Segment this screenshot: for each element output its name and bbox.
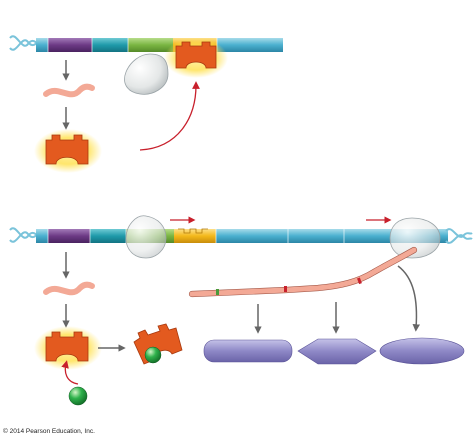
enzyme-protein-1-icon (203, 339, 293, 363)
rna-polymerase-start-icon (125, 215, 167, 259)
rna-polymerase-transcribing-icon (389, 217, 441, 259)
dna-segment-dividers-2 (47, 229, 345, 243)
inactive-repressor-complex-icon (133, 323, 183, 365)
bound-repressor-protein-icon (164, 38, 228, 78)
translation-arrow-protein-3 (397, 265, 421, 332)
regulatory-mrna-strand-icon (43, 83, 95, 98)
dna-region-teal-2 (90, 229, 126, 243)
copyright-credit: © 2014 Pearson Education, Inc. (3, 428, 95, 435)
operator-region-yellow-2 (174, 229, 216, 243)
dna-region-green (128, 38, 173, 52)
dna-double-helix-right-icon (445, 228, 473, 244)
polycistronic-mrna-icon (188, 246, 418, 298)
dna-double-helix-left-icon-2 (9, 227, 41, 243)
binding-arrow-red (139, 81, 200, 151)
dna-region-teal (92, 38, 128, 52)
structural-gene-2 (288, 229, 344, 243)
repressed-operon-panel (9, 35, 283, 173)
operator-notch-icon (178, 228, 208, 234)
promoter-region-purple-2 (48, 229, 90, 243)
dna-genes-cyan (217, 38, 283, 52)
promoter-region-purple (48, 38, 92, 52)
free-repressor-protein-icon (34, 129, 102, 173)
regulatory-mrna-strand-2-icon (43, 281, 95, 296)
structural-gene-1 (216, 229, 288, 243)
enzyme-protein-3-icon (379, 337, 465, 365)
inducer-molecule-icon (68, 386, 88, 406)
inducer-binding-arrow-red (61, 360, 79, 385)
dna-double-helix-left-icon (9, 35, 41, 51)
dna-segment-2 (36, 229, 48, 243)
dna-segment (36, 38, 48, 52)
repressor-protein-2-icon (34, 326, 102, 370)
induced-operon-panel (9, 215, 473, 406)
enzyme-protein-2-icon (297, 338, 377, 365)
rna-polymerase-blocked-icon (124, 53, 169, 95)
